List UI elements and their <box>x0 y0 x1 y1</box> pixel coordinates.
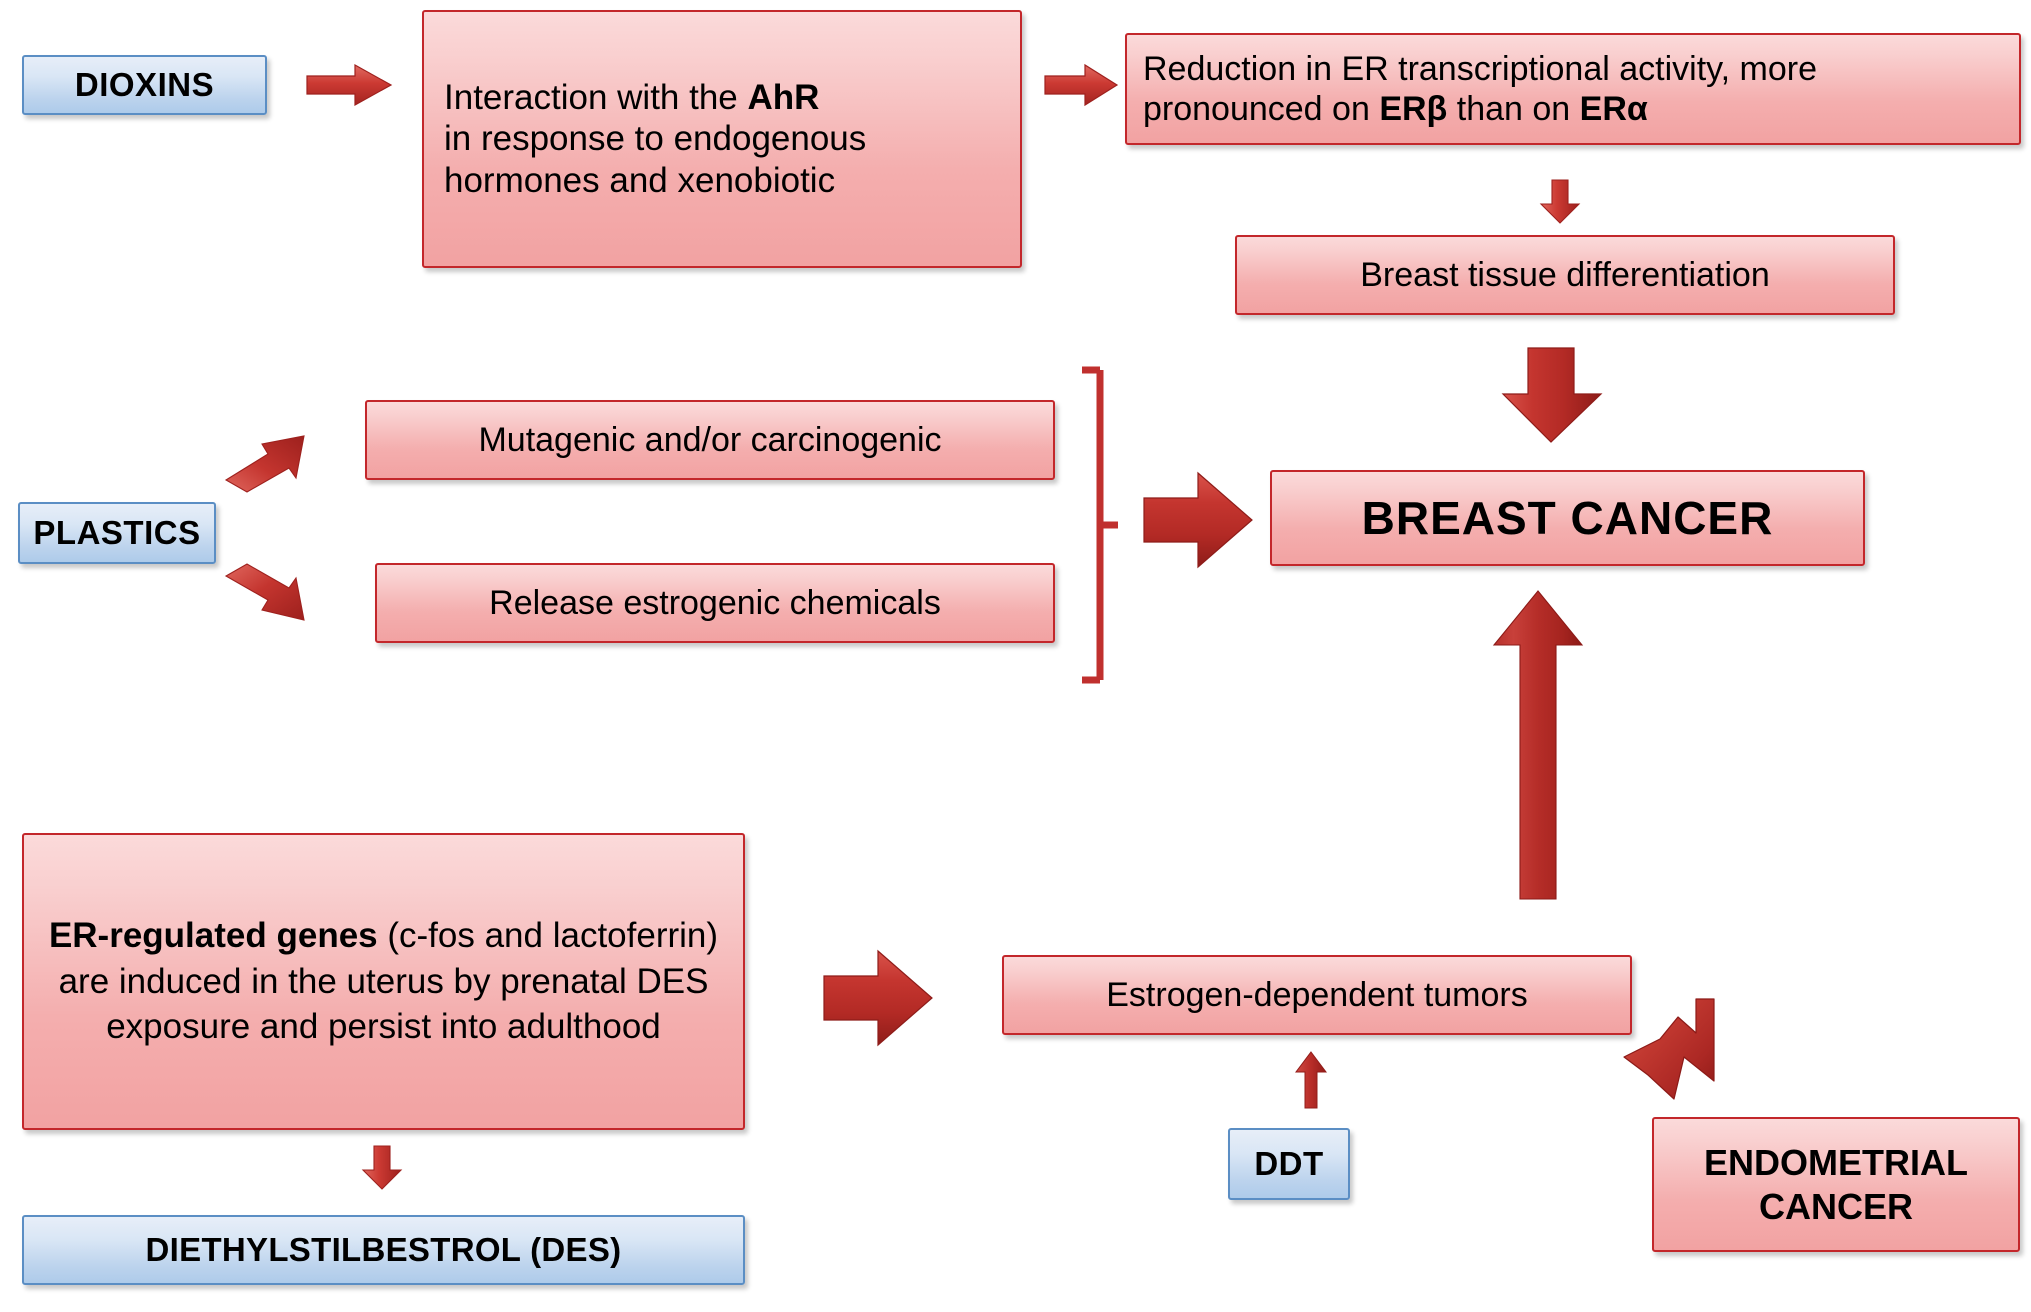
node-endometrial-cancer-label: ENDOMETRIAL CANCER <box>1654 1141 2018 1229</box>
node-ahr-interaction-text: Interaction with the AhR in response to … <box>444 77 1000 201</box>
arrow-ahr-to-er-reduction <box>1043 62 1121 108</box>
arrow-dioxins-to-ahr <box>305 62 395 108</box>
er-alpha: ERα <box>1579 90 1648 128</box>
node-er-genes-text: ER-regulated genes (c-fos and lactoferri… <box>48 913 719 1050</box>
node-breast-tissue-differentiation[interactable]: Breast tissue differentiation <box>1235 235 1895 315</box>
arrow-breast-tissue-to-breast-cancer <box>1498 344 1610 448</box>
arrow-plastics-to-release-estrogenic <box>222 563 334 644</box>
node-plastics-label: PLASTICS <box>33 513 201 551</box>
node-estrogen-tumors-label: Estrogen-dependent tumors <box>1106 975 1528 1014</box>
arrow-er-reduction-to-breast-tissue <box>1538 178 1584 226</box>
bracket-plastics-group <box>1070 365 1130 690</box>
node-breast-tissue-differentiation-label: Breast tissue differentiation <box>1360 255 1770 294</box>
node-release-estrogenic[interactable]: Release estrogenic chemicals <box>375 563 1055 643</box>
node-breast-cancer[interactable]: BREAST CANCER <box>1270 470 1865 566</box>
arrow-ddt-to-estrogen-tumors <box>1294 1050 1330 1112</box>
arrow-er-genes-to-des <box>360 1144 406 1192</box>
node-dioxins-label: DIOXINS <box>74 65 215 103</box>
node-er-genes[interactable]: ER-regulated genes (c-fos and lactoferri… <box>22 833 745 1130</box>
arrow-estrogen-tumors-to-endometrial-cancer <box>1618 995 1748 1123</box>
er-reduction-mid: than on <box>1447 90 1580 128</box>
node-des[interactable]: DIETHYLSTILBESTROL (DES) <box>22 1215 745 1285</box>
ahr-text-bold: AhR <box>747 78 820 118</box>
node-breast-cancer-label: BREAST CANCER <box>1361 491 1774 544</box>
node-mutagenic-label: Mutagenic and/or carcinogenic <box>478 420 942 459</box>
node-er-reduction[interactable]: Reduction in ER transcriptional activity… <box>1125 33 2021 145</box>
endometrial-cancer-line1: ENDOMETRIAL <box>1704 1141 1968 1183</box>
node-ahr-interaction[interactable]: Interaction with the AhR in response to … <box>422 10 1022 268</box>
node-dioxins[interactable]: DIOXINS <box>22 55 267 115</box>
node-plastics[interactable]: PLASTICS <box>18 502 216 564</box>
ahr-text-prefix: Interaction with the <box>444 78 748 118</box>
er-reduction-prefix: Reduction in ER transcriptional activity… <box>1143 49 1817 128</box>
node-er-reduction-text: Reduction in ER transcriptional activity… <box>1143 49 2003 129</box>
node-estrogen-tumors[interactable]: Estrogen-dependent tumors <box>1002 955 1632 1035</box>
node-release-estrogenic-label: Release estrogenic chemicals <box>489 583 941 622</box>
node-ddt[interactable]: DDT <box>1228 1128 1350 1200</box>
endometrial-cancer-line2: CANCER <box>1758 1185 1913 1227</box>
arrow-bracket-to-breast-cancer <box>1140 470 1258 570</box>
node-mutagenic[interactable]: Mutagenic and/or carcinogenic <box>365 400 1055 480</box>
arrow-er-genes-to-estrogen-tumors <box>820 948 938 1048</box>
node-ddt-label: DDT <box>1254 1144 1324 1182</box>
node-endometrial-cancer[interactable]: ENDOMETRIAL CANCER <box>1652 1117 2020 1252</box>
ahr-text-rest: in response to endogenous hormones and x… <box>444 119 867 200</box>
er-beta: ERβ <box>1379 90 1448 128</box>
er-genes-bold: ER-regulated genes <box>48 916 378 956</box>
arrow-estrogen-tumors-to-breast-cancer <box>1490 585 1600 905</box>
er-genes-rest: (c-fos and lactoferrin) are induced in t… <box>58 916 719 1047</box>
node-des-label: DIETHYLSTILBESTROL (DES) <box>145 1230 622 1268</box>
arrow-plastics-to-mutagenic <box>222 418 334 494</box>
